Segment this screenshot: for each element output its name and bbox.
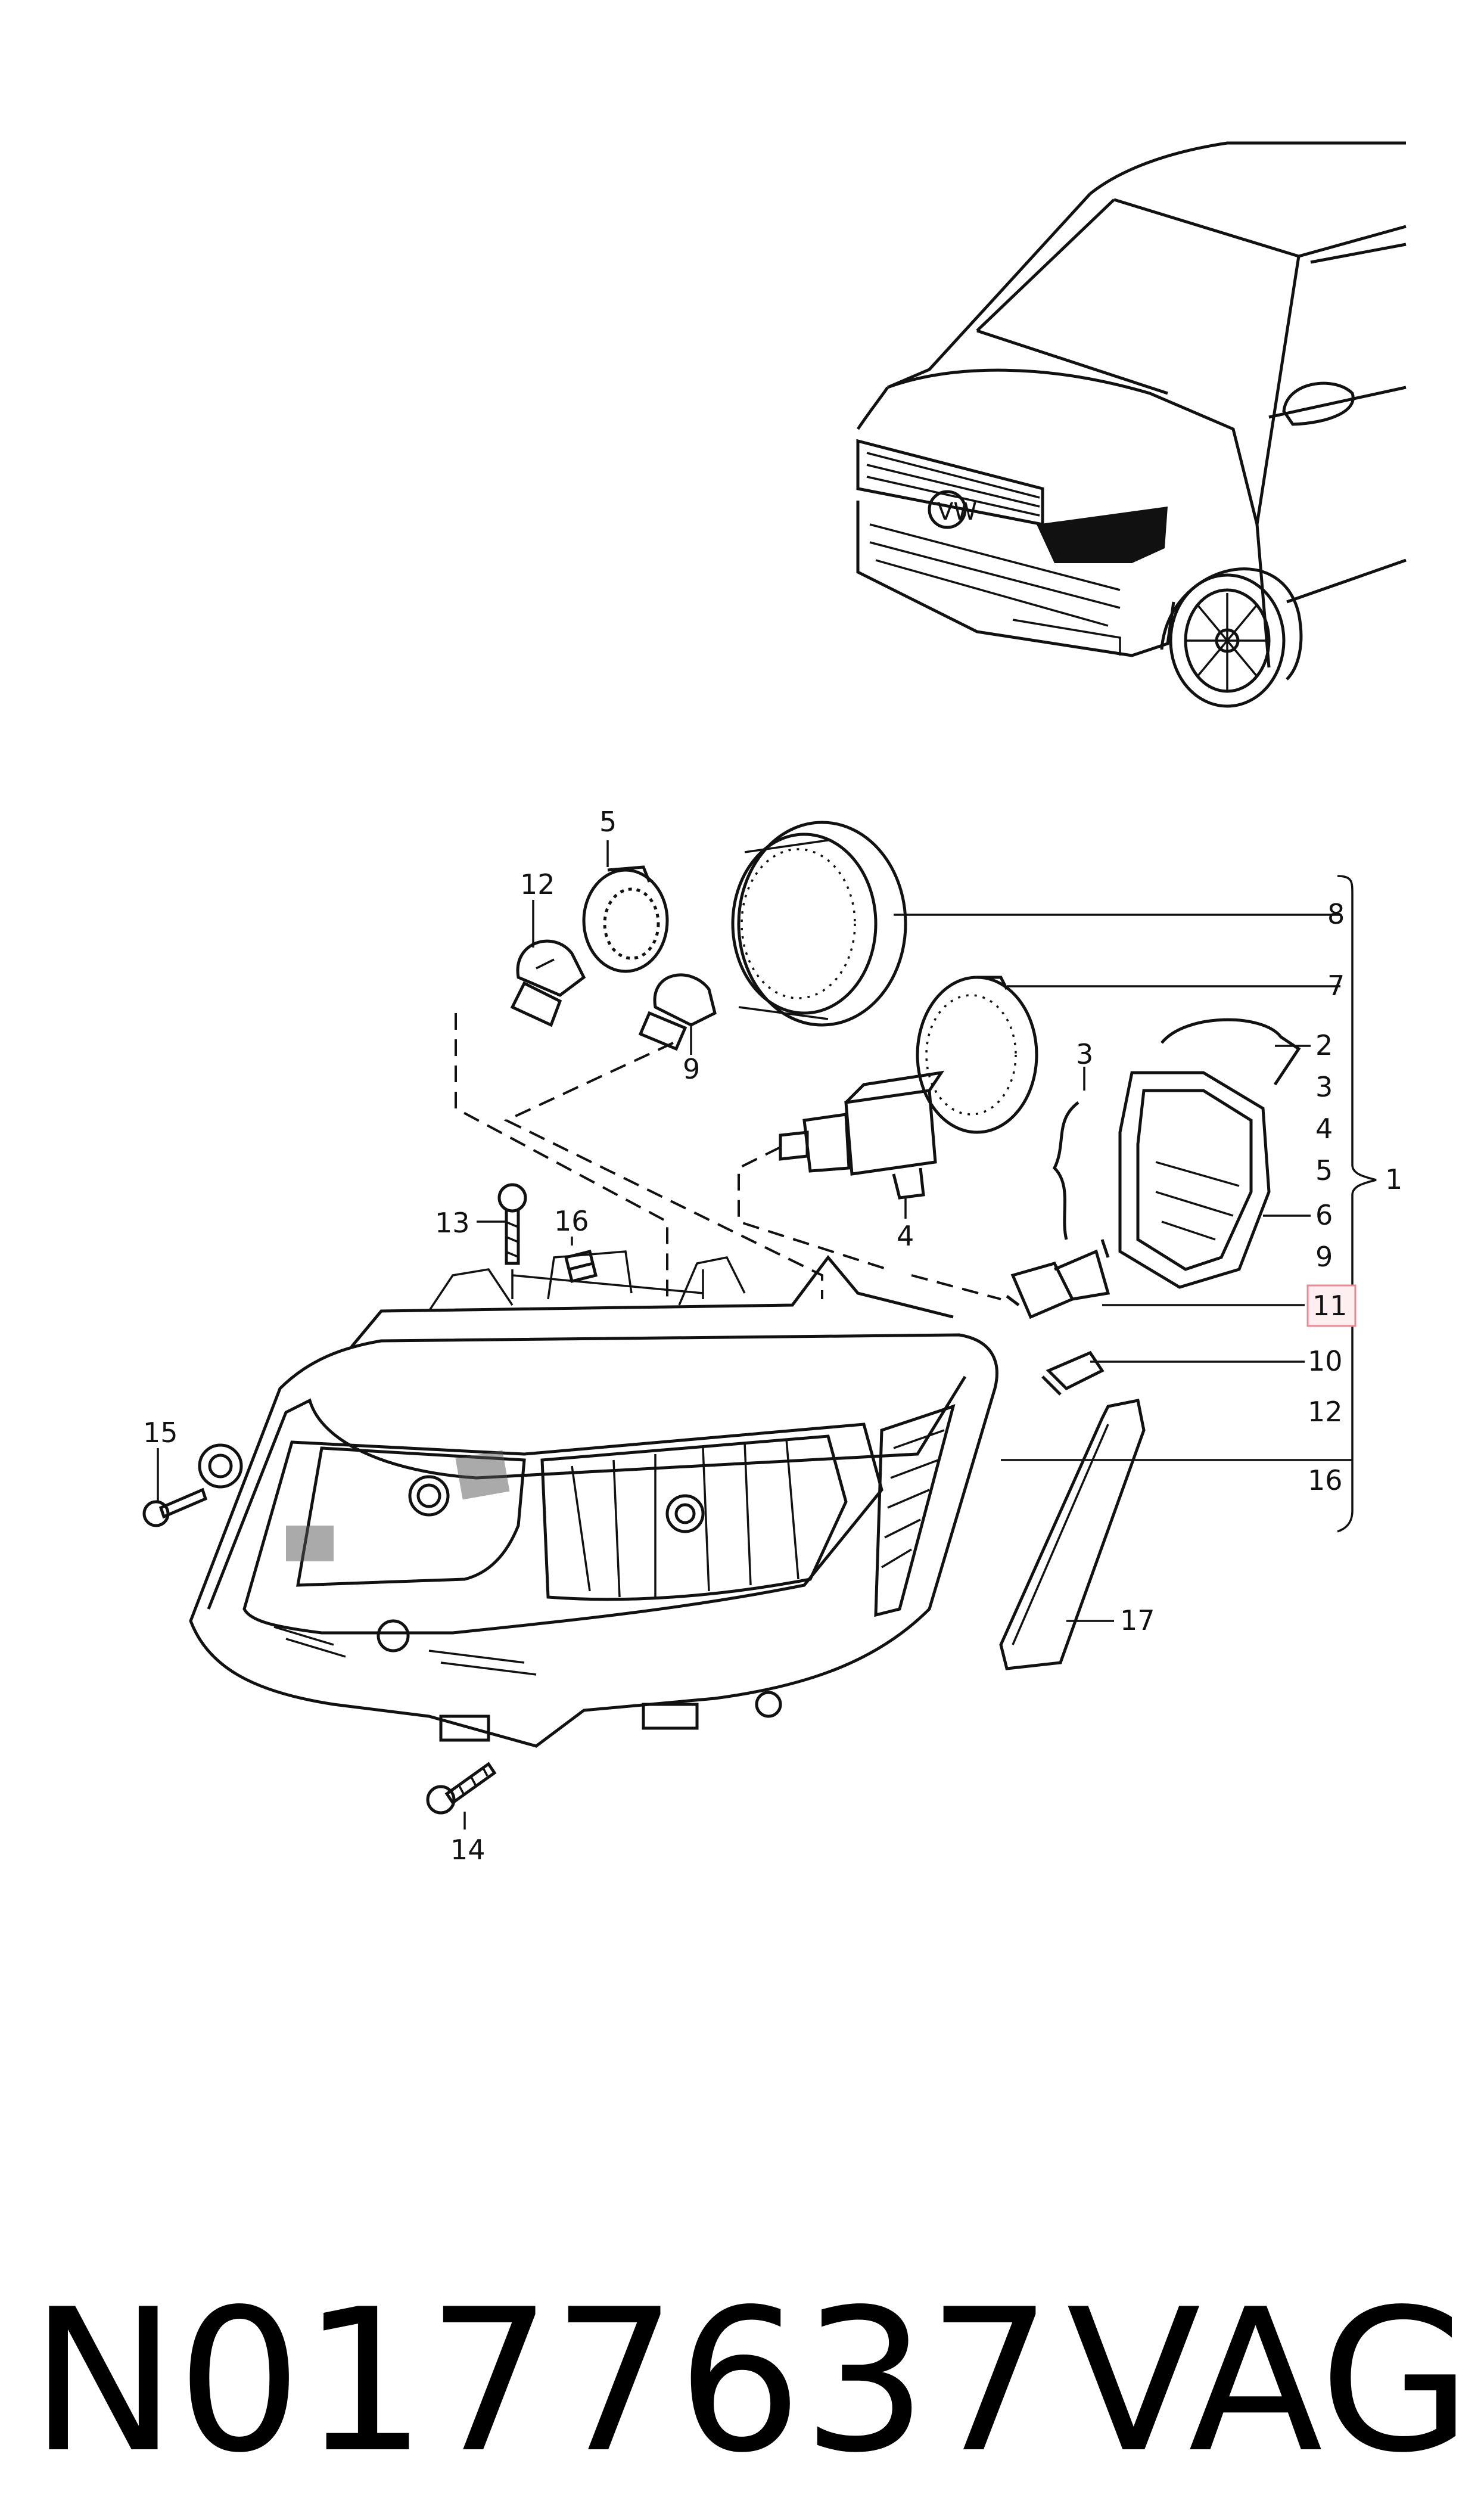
- callout-11: 11: [1312, 1290, 1348, 1322]
- callout-16-left: 16: [554, 1205, 589, 1237]
- screw-14: [426, 1762, 497, 1815]
- callout-17: 17: [1120, 1604, 1155, 1636]
- callout-12-top: 12: [520, 868, 555, 900]
- highlight-box-11: [1306, 1284, 1357, 1327]
- list-5: 5: [1315, 1154, 1333, 1186]
- bulb-10: [1041, 1350, 1105, 1396]
- screw-15: [142, 1443, 243, 1527]
- callout-6: 6: [1315, 1199, 1333, 1231]
- bulb-11: [1006, 1239, 1110, 1319]
- list-12: 12: [1308, 1396, 1343, 1428]
- bulb-12: [510, 939, 586, 1027]
- callout-4-motor: 4: [897, 1220, 914, 1252]
- cover-6: [1118, 1071, 1271, 1289]
- headlight-housing: [189, 1250, 998, 1748]
- leader-lines: [157, 840, 1352, 1830]
- van-illustration: VW: [856, 141, 1407, 708]
- motor-4: [779, 1070, 945, 1200]
- svg-text:VW: VW: [937, 498, 977, 526]
- part-number: N0177637: [30, 2267, 1053, 2496]
- clip-16: [564, 1249, 598, 1284]
- callout-10: 10: [1308, 1345, 1343, 1377]
- callout-3-spring: 3: [1076, 1038, 1093, 1070]
- cap-8: [731, 821, 907, 1027]
- clip-2: [1161, 1018, 1301, 1086]
- callout-13: 13: [435, 1207, 470, 1239]
- list-4: 4: [1315, 1113, 1333, 1145]
- callout-1: 1: [1385, 1163, 1402, 1195]
- screw-13: [497, 1183, 527, 1265]
- group-bracket: [1337, 875, 1377, 1533]
- bulb-9: [638, 973, 717, 1051]
- callout-8: 8: [1327, 898, 1345, 930]
- socket-5: [582, 865, 669, 973]
- callout-7: 7: [1327, 970, 1345, 1002]
- list-3: 3: [1315, 1071, 1333, 1103]
- callout-5-top: 5: [599, 806, 617, 838]
- spring-3: [1052, 1101, 1079, 1240]
- list-16: 16: [1308, 1464, 1343, 1496]
- callout-15: 15: [143, 1417, 178, 1449]
- callout-2: 2: [1315, 1029, 1333, 1061]
- cap-7: [916, 976, 1038, 1134]
- list-9: 9: [1315, 1241, 1333, 1273]
- callout-9-left: 9: [683, 1053, 700, 1085]
- brand-name: VAG: [1066, 2267, 1471, 2496]
- callout-14: 14: [450, 1834, 486, 1866]
- dashed-guide-lines: [455, 1013, 1001, 1300]
